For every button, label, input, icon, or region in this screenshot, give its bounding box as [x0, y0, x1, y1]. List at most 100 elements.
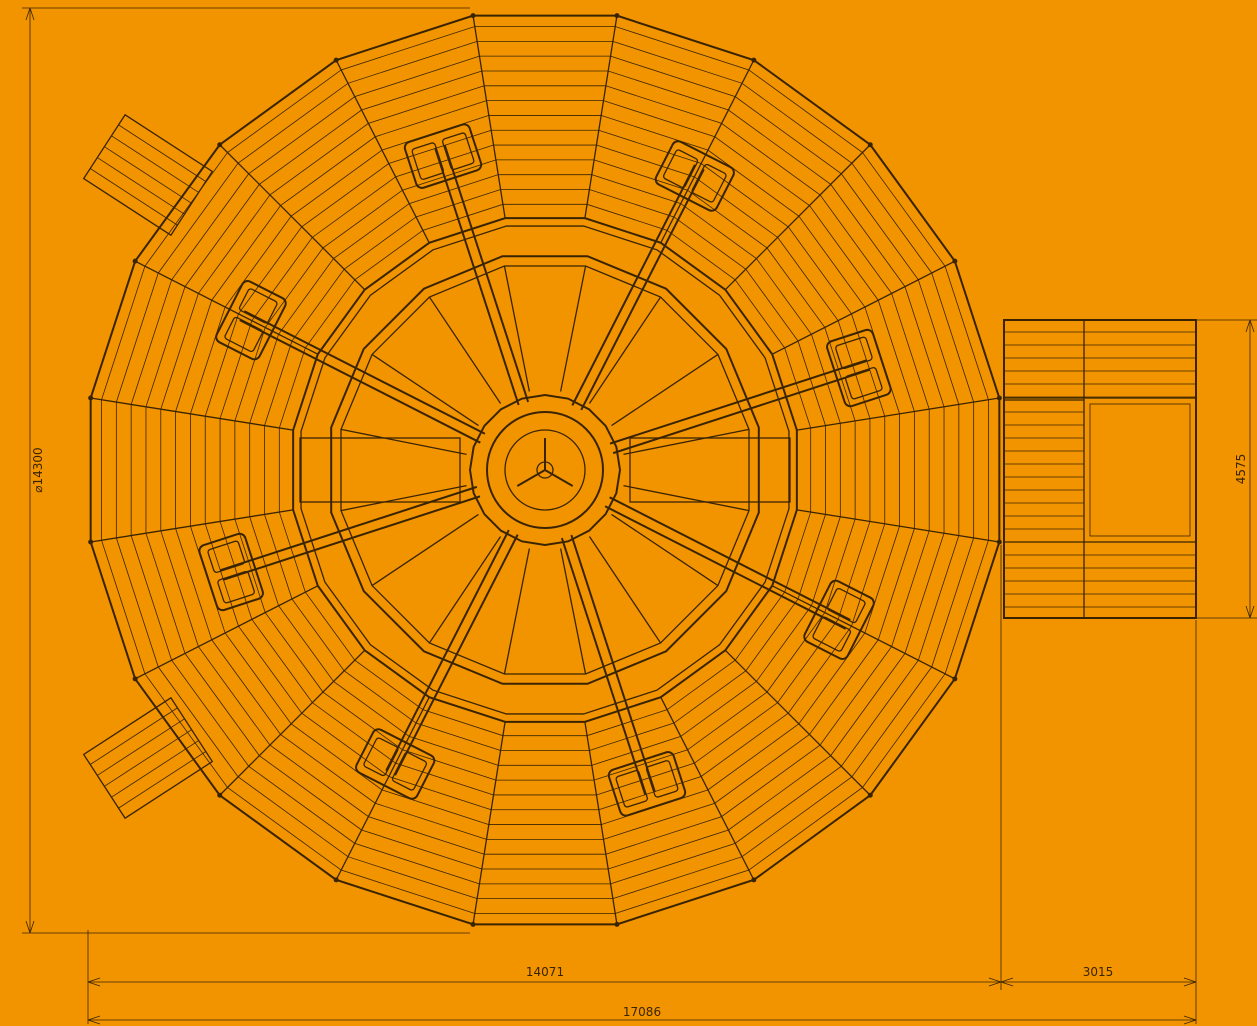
platform-post	[132, 676, 138, 682]
rotor-arm-edge	[394, 534, 519, 776]
gondola-seat	[826, 587, 866, 624]
dimension-diameter: ⌀14300	[22, 7, 470, 934]
deck-spoke	[559, 265, 587, 392]
rotor-arm-edge	[604, 505, 847, 630]
platform-segment-line	[335, 59, 430, 244]
platform-segment-line	[771, 260, 956, 355]
gondola-body	[803, 579, 875, 660]
deck-spoke	[428, 296, 502, 404]
rotor-arm-edge	[609, 359, 868, 445]
platform-segment-line	[219, 649, 366, 796]
platform-post	[132, 258, 138, 264]
deck-spoke	[611, 513, 719, 587]
platform-segment-line	[472, 15, 506, 219]
rotor-arm-edge	[570, 534, 656, 793]
rotor-arms	[198, 123, 892, 817]
rotor-arm-edge	[222, 495, 481, 581]
deck-spoke	[503, 265, 531, 392]
gondola-seat	[238, 288, 278, 324]
deck-spoke	[623, 484, 750, 512]
rotor-arm-edge	[443, 144, 530, 403]
gondola-seat	[615, 769, 648, 808]
cross-beam-left	[299, 437, 461, 503]
rotor-arm-edge	[612, 368, 871, 455]
platform-segment-line	[584, 721, 618, 925]
platform-post	[952, 676, 958, 682]
gondola	[403, 123, 483, 189]
platform-segment-line	[472, 721, 506, 925]
gondola-body	[607, 751, 687, 817]
platform-segment-line	[724, 144, 871, 291]
platform-post	[333, 877, 339, 883]
gondola-seat	[442, 132, 475, 171]
platform-segment-line	[660, 59, 755, 244]
platform-post	[88, 395, 94, 401]
rotor-arm-edge	[385, 529, 510, 772]
deck-spoke	[371, 353, 479, 427]
deck-spoke	[503, 548, 531, 675]
dimension-entrance-width: 3015	[1000, 965, 1197, 987]
platform-segment-line	[134, 585, 319, 680]
hub-ring	[486, 411, 604, 529]
gondola-body	[403, 123, 483, 189]
gondola-seat	[217, 570, 255, 604]
platform-post	[952, 258, 958, 264]
hub-outer	[468, 393, 622, 547]
gondola-body	[654, 140, 735, 212]
platform-post	[996, 539, 1002, 545]
platform-segment-line	[584, 15, 618, 219]
deck-spoke	[623, 428, 750, 456]
platform-segment-line	[134, 260, 319, 355]
gondola	[607, 751, 687, 817]
central-hub	[468, 393, 622, 547]
platform-post	[88, 539, 94, 545]
platform-segment-line	[335, 696, 430, 881]
gondola	[198, 532, 264, 612]
gondola	[355, 728, 436, 800]
platform-segment-line	[724, 649, 871, 796]
gondola-seat	[391, 751, 428, 791]
gondola	[803, 579, 875, 660]
rotor-arm-edge	[609, 496, 851, 621]
gondola-seat	[411, 142, 445, 180]
deck-spoke	[588, 296, 662, 404]
deck-spoke	[588, 536, 662, 644]
gondola-seat	[645, 760, 679, 798]
gondola-seat	[835, 336, 873, 370]
platform-segment-line	[771, 585, 956, 680]
entrance-platform	[1003, 319, 1197, 619]
deck-spoke	[611, 353, 719, 427]
rotor-arm-edge	[219, 485, 478, 572]
platform-post	[867, 142, 873, 148]
platform-segment-line	[796, 397, 1000, 431]
deck-spoke	[428, 536, 502, 644]
platform-segment-line	[219, 144, 366, 291]
deck-spoke	[340, 428, 467, 456]
stairs-bottom-left	[82, 696, 214, 820]
rotor-arm-edge	[571, 164, 696, 406]
rotor-arm-edge	[243, 310, 486, 435]
gondola-body	[355, 728, 436, 800]
gondola-seat	[691, 163, 727, 203]
gondola-seat	[207, 540, 246, 573]
deck-spoke	[371, 513, 479, 587]
platform-post	[867, 792, 873, 798]
gondola-seat	[224, 316, 264, 353]
platform-post	[996, 395, 1002, 401]
platform-segment-line	[660, 696, 755, 881]
dimension-platform-width: 14071	[87, 545, 1197, 1024]
dimension-overall-width-label: 17086	[623, 1005, 661, 1019]
platform-inner-edge	[292, 217, 798, 723]
rotor-arm-edge	[560, 537, 647, 796]
platform-post	[217, 142, 223, 148]
dimension-overall-width: 17086	[87, 1005, 1197, 1025]
stairs-top-left	[82, 113, 214, 237]
dimension-entrance-width-label: 3015	[1083, 965, 1114, 979]
platform-post	[333, 57, 339, 63]
platform-post	[217, 792, 223, 798]
rotor-arm-edge	[434, 147, 520, 406]
platform-post	[751, 877, 757, 883]
deck-spoke	[340, 484, 467, 512]
platform-post	[614, 13, 620, 19]
dimension-entrance-depth: 4575	[1196, 319, 1257, 619]
